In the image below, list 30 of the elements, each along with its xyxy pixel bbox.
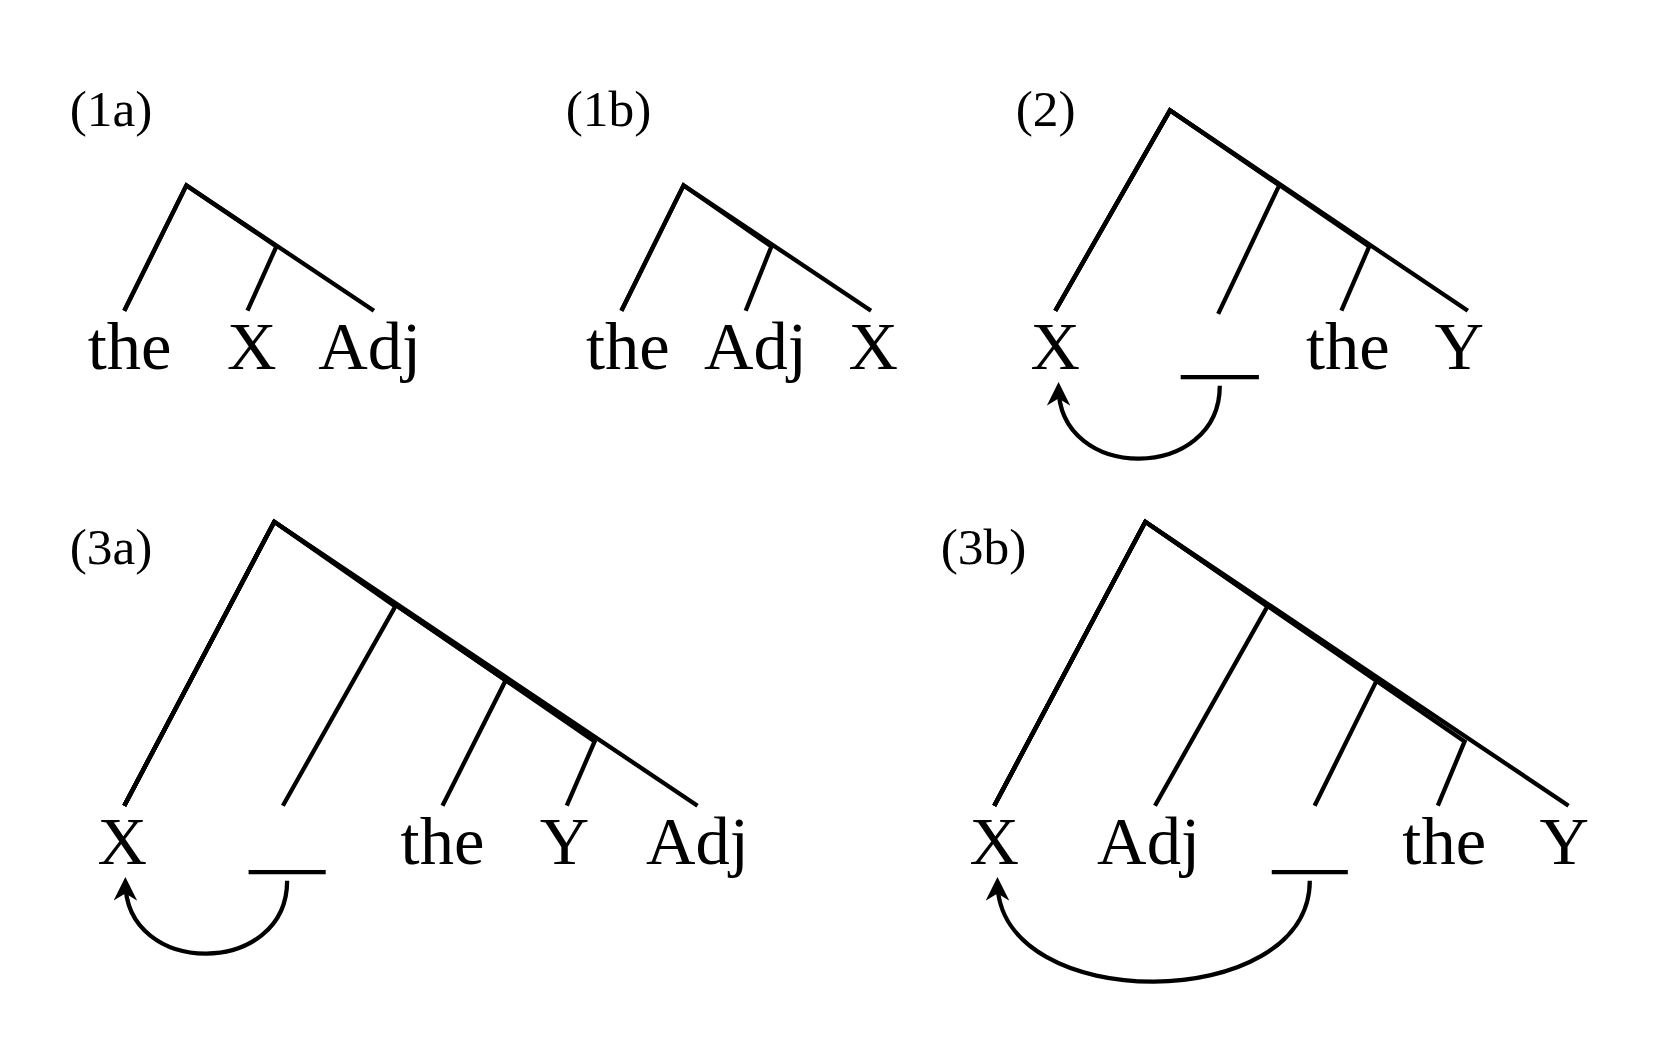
- word-label: the: [1402, 806, 1487, 876]
- word-label: the: [1305, 311, 1390, 381]
- tree-line: [122, 182, 280, 312]
- word-label: Adj: [646, 806, 749, 876]
- movement-arrow: [116, 877, 290, 956]
- tree-line: [992, 518, 1468, 807]
- word-label: Y: [1434, 311, 1484, 381]
- example-number: (2): [1015, 83, 1076, 135]
- word-label: X: [1030, 311, 1081, 381]
- movement-arrow: [1049, 382, 1222, 461]
- word-label: the: [585, 311, 670, 381]
- word-label: Adj: [318, 311, 422, 381]
- word-label: Y: [539, 806, 590, 876]
- example-number: (3b): [940, 520, 1027, 573]
- word-label: the: [87, 311, 172, 381]
- word-label: the: [400, 806, 485, 876]
- tree-line: [1053, 107, 1372, 312]
- example-number: (3a): [69, 520, 153, 573]
- tree-line: [619, 182, 775, 312]
- example-number: (1b): [565, 83, 652, 135]
- word-label: X: [848, 311, 898, 381]
- word-label: X: [227, 311, 277, 381]
- tree-line: [122, 518, 598, 807]
- movement-arrow: [989, 877, 1312, 984]
- example-number: (1a): [69, 83, 153, 135]
- word-label: Y: [1539, 806, 1589, 876]
- word-label: Adj: [703, 311, 807, 381]
- word-label: Adj: [1097, 806, 1200, 876]
- word-label: X: [969, 806, 1019, 876]
- word-label: X: [97, 806, 147, 876]
